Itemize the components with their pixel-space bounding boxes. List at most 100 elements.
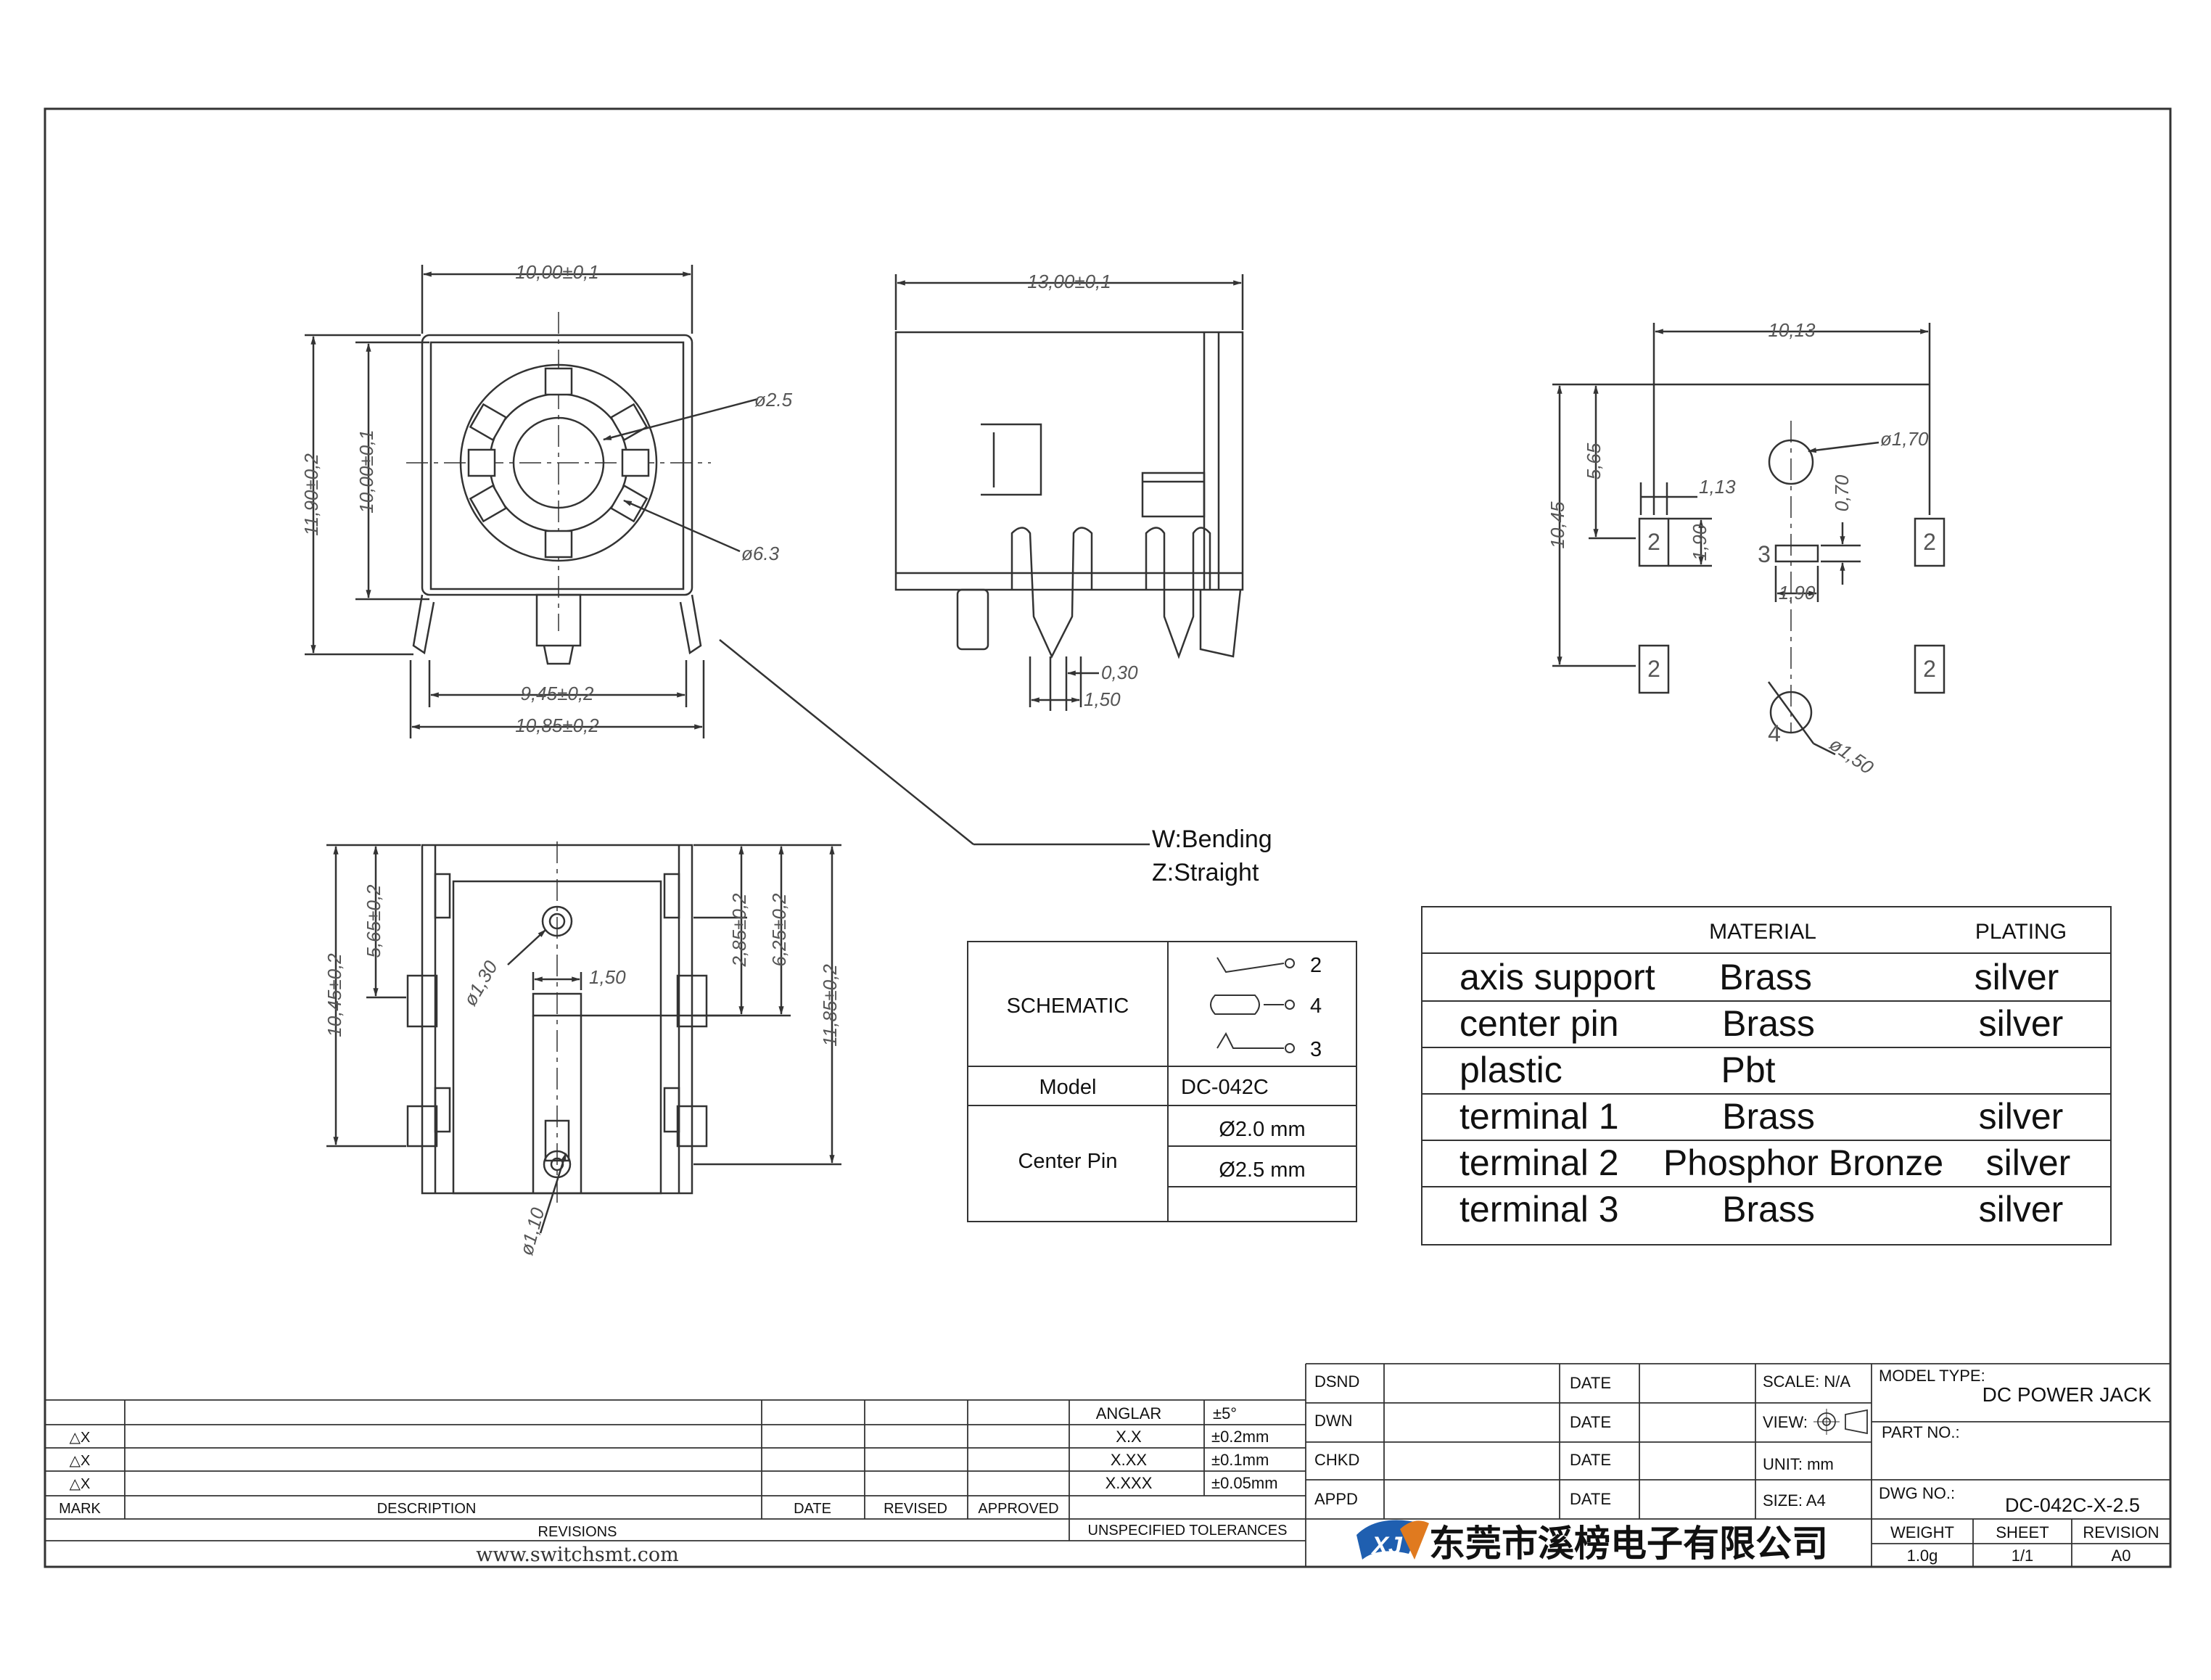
row-plating: silver (1979, 1096, 2064, 1137)
dim-pin-thickness: 0,30 (1101, 662, 1138, 683)
tolerances-title: UNSPECIFIED TOLERANCES (1088, 1523, 1288, 1539)
footprint-view (1552, 323, 1946, 756)
center-pin-label: Center Pin (1018, 1150, 1117, 1173)
note-straight: Z:Straight (1152, 859, 1259, 886)
footprint-pads: 2 2 2 2 3 4 (1647, 529, 1936, 746)
tolerance-label-xxxx: X.XXX (1106, 1474, 1153, 1492)
pad-label-2a: 2 (1647, 529, 1660, 555)
dim-pad-width: 1,13 (1699, 476, 1736, 498)
revision-value: A0 (2112, 1547, 2131, 1565)
pad-label-3: 3 (1758, 541, 1771, 567)
note-bending: W:Bending (1152, 825, 1272, 853)
dim-pad-height: 1,90 (1689, 524, 1710, 561)
row-material: Brass (1722, 1189, 1815, 1230)
row-part: terminal 2 (1459, 1142, 1619, 1183)
revisions-block (45, 1364, 1306, 1567)
plating-header: PLATING (1975, 920, 2067, 944)
center-pin-value-25: Ø2.5 mm (1219, 1158, 1305, 1182)
row-plating: silver (1986, 1142, 2071, 1183)
date-label-2: DATE (1570, 1413, 1611, 1431)
row-part: center pin (1459, 1003, 1619, 1044)
date-label-1: DATE (1570, 1374, 1611, 1392)
tolerance-label-angle: ANGLAR (1096, 1404, 1161, 1422)
revision-mark-3: △X (70, 1476, 91, 1492)
row-material: Pbt (1721, 1050, 1775, 1090)
dim-hole-110: ø1,10 (515, 1205, 548, 1258)
revision-mark-1: △X (70, 1430, 91, 1446)
company-logo: XJ (1356, 1520, 1429, 1560)
dim-pin-width: 1,50 (1084, 688, 1121, 710)
side-view (894, 274, 1244, 711)
row-plating: silver (1979, 1189, 2064, 1230)
schematic-label: SCHEMATIC (1007, 995, 1129, 1018)
dim-inner-diameter: ø2.5 (754, 389, 793, 411)
title-block (1306, 1363, 2170, 1567)
logo-lettering: XJ (1370, 1532, 1403, 1560)
model-value: DC-042C (1181, 1076, 1269, 1099)
dsnd-label: DSND (1314, 1372, 1359, 1391)
company-name: 东莞市溪榜电子有限公司 (1429, 1523, 1828, 1564)
size-label: SIZE: A4 (1763, 1491, 1826, 1510)
bottom-view (326, 841, 841, 1234)
header-date: DATE (794, 1501, 831, 1517)
row-material: Phosphor Bronze (1663, 1142, 1943, 1183)
dim-footprint-height: 10,45 (1547, 501, 1568, 549)
model-type-value: DC POWER JACK (1983, 1383, 2152, 1406)
dim-bottom-565: 5,65±0,2 (363, 884, 384, 958)
view-label: VIEW: (1763, 1413, 1808, 1431)
row-part: plastic (1459, 1050, 1562, 1090)
date-label-3: DATE (1570, 1451, 1611, 1469)
chkd-label: CHKD (1314, 1451, 1359, 1469)
center-pin-value-20: Ø2.0 mm (1219, 1118, 1305, 1141)
pad-label-2c: 2 (1647, 656, 1660, 682)
row-part: terminal 3 (1459, 1189, 1619, 1230)
dim-bottom-1045: 10,45±0,2 (324, 953, 345, 1037)
footprint-dims: 10,13 5,65 1,13 ø1,70 0,70 10,45 1,90 1,… (1547, 319, 1929, 778)
schematic-pin-3: 3 (1310, 1038, 1322, 1061)
dim-leg-outer: 10,85±0,2 (515, 715, 599, 736)
unit-label: UNIT: mm (1763, 1455, 1834, 1473)
side-view-dims: 13,00±0,1 0,30 1,50 (1027, 271, 1138, 710)
row-plating: silver (1979, 1003, 2064, 1044)
tolerance-value-xxxx: ±0.05mm (1211, 1474, 1278, 1492)
model-type-label: MODEL TYPE: (1879, 1367, 1985, 1385)
row-material: Brass (1722, 1096, 1815, 1137)
dim-footprint-565: 5,65 (1583, 442, 1605, 479)
dwg-no-value: DC-042C-X-2.5 (2005, 1494, 2140, 1516)
front-view (305, 265, 1150, 846)
row-part: terminal 1 (1459, 1096, 1619, 1137)
front-view-dims: 10,00±0,1 11,90±0,2 10,00±0,1 ø2.5 ø6.3 … (300, 261, 793, 736)
row-part: axis support (1459, 957, 1655, 997)
dim-bottom-285: 2,85±0,2 (728, 893, 750, 968)
tolerance-label-xx: X.X (1116, 1428, 1142, 1446)
revision-mark-2: △X (70, 1453, 91, 1469)
dim-outer-diameter: ø6.3 (741, 543, 780, 564)
sheet-label: SHEET (1996, 1523, 2049, 1541)
dim-front-height-body: 10,00±0,1 (355, 429, 377, 513)
header-revised: REVISED (884, 1501, 947, 1517)
model-label: Model (1039, 1076, 1097, 1099)
tolerance-value-angle: ±5° (1213, 1404, 1237, 1422)
material-rows: axis support Brass silver center pin Bra… (1459, 957, 2070, 1230)
pad-label-4: 4 (1768, 720, 1781, 746)
appd-label: APPD (1314, 1490, 1358, 1508)
weight-label: WEIGHT (1890, 1523, 1954, 1541)
dim-front-width: 10,00±0,1 (515, 261, 598, 283)
date-label-4: DATE (1570, 1490, 1611, 1508)
material-table (1421, 906, 2112, 1245)
dim-bottom-1185: 11,85±0,2 (819, 964, 841, 1047)
pad-label-2b: 2 (1923, 529, 1936, 555)
dim-leg-inner: 9,45±0,2 (520, 683, 594, 704)
header-mark: MARK (59, 1501, 101, 1517)
dim-footprint-width: 10,13 (1768, 319, 1816, 341)
row-material: Brass (1722, 1003, 1815, 1044)
dwn-label: DWN (1314, 1412, 1353, 1430)
header-description: DESCRIPTION (377, 1501, 477, 1517)
dim-bottom-625: 6,25±0,2 (768, 893, 790, 967)
dim-front-height-total: 11,90±0,2 (300, 453, 322, 536)
part-no-label: PART NO.: (1882, 1423, 1960, 1441)
material-header: MATERIAL (1709, 920, 1816, 944)
row-material: Brass (1719, 957, 1812, 997)
revision-label: REVISION (2083, 1523, 2159, 1541)
schematic-table (967, 941, 1357, 1222)
